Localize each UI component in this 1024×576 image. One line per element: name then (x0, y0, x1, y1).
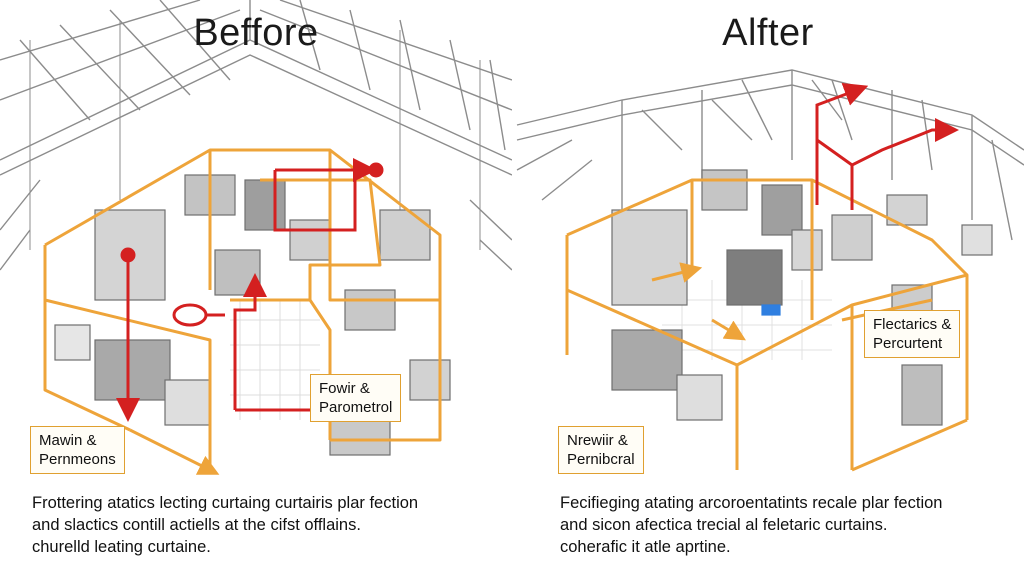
before-title: Beffore (193, 12, 319, 54)
after-caption: Fecifieging atating arcoroentatints reca… (560, 492, 942, 558)
before-diagram (0, 0, 512, 475)
curtain-lines (43, 148, 442, 475)
power-parameter-label: Fowir & Parometrol (310, 374, 402, 422)
floor-grid (230, 300, 320, 420)
curtain-lines (565, 178, 969, 472)
material-flow-arrows (815, 82, 959, 210)
roof-trusses (516, 69, 1024, 250)
before-caption: Frottering atatics lecting curtaing curt… (32, 492, 418, 558)
after-caption-line3: coherafic it atle aprtine. (560, 538, 731, 556)
material-flow-arrows (116, 158, 384, 422)
after-diagram (516, 69, 1024, 472)
before-caption-line1: Frottering atatics lecting curtaing curt… (32, 494, 419, 512)
after-caption-line1: Fecifieging atating arcoroentatints reca… (560, 494, 943, 512)
after-title: Alfter (722, 12, 814, 54)
main-label-line1: Mawin & (39, 432, 97, 449)
electrics-label-line1: Flectarics & (873, 316, 952, 333)
main-perimeter-label: Mawin & Pernmeons (30, 426, 125, 474)
electrics-label-line2: Percurtent (873, 335, 943, 352)
power-label-line2: Parometrol (319, 399, 393, 416)
before-caption-line3: churelld leating curtaine. (32, 538, 211, 556)
main-label-line2: Pernmeons (39, 451, 116, 468)
before-panel: Beffore Fowir & Parometrol Mawin & Pernm… (0, 0, 512, 558)
main-label-line1: Nrewiir & (567, 432, 628, 449)
power-label-line1: Fowir & (319, 380, 370, 397)
equipment (611, 169, 993, 426)
after-caption-line2: and sicon afectica trecial al feletaric … (560, 516, 888, 534)
electrics-percurtent-label: Flectarics & Percurtent (864, 310, 961, 358)
main-perimeter-label: Nrewiir & Pernibcral (558, 426, 644, 474)
equipment (54, 174, 451, 456)
before-caption-line2: and slactics contill actiells at the cif… (32, 516, 361, 534)
roof-trusses (0, 0, 512, 271)
after-panel: Alfter Flectarics & Percurtent Nrewiir &… (512, 0, 1024, 576)
main-label-line2: Pernibcral (567, 451, 635, 468)
